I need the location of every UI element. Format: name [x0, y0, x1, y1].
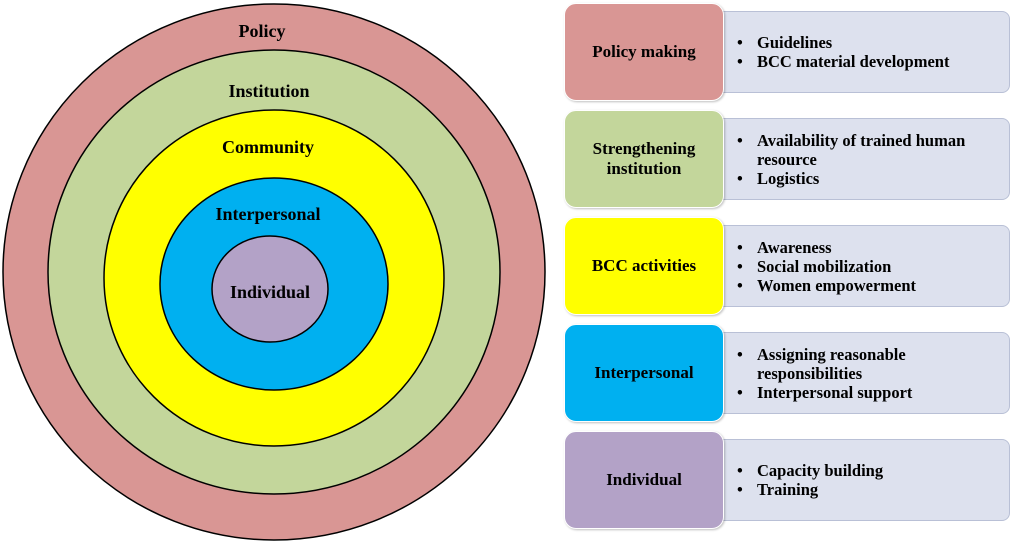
bullet-list: Availability of trained human resource L… — [735, 131, 1001, 188]
level-bullets-panel: Assigning reasonable responsibilities In… — [714, 332, 1010, 414]
concentric-rings-diagram: Policy Institution Community Interperson… — [2, 3, 546, 541]
level-box-individual: Individual — [564, 431, 724, 529]
level-box-bcc-activities: BCC activities — [564, 217, 724, 315]
ring-individual — [211, 235, 329, 343]
bullet-item: Interpersonal support — [735, 383, 1001, 402]
level-row-individual: Individual Capacity building Training — [564, 431, 1016, 529]
bullet-item: Capacity building — [735, 461, 1001, 480]
ring-label-community: Community — [222, 137, 314, 157]
level-bullets-panel: Guidelines BCC material development — [714, 11, 1010, 93]
level-row-policy: Policy making Guidelines BCC material de… — [564, 3, 1016, 101]
bullet-item: Women empowerment — [735, 276, 1001, 295]
bullet-list: Awareness Social mobilization Women empo… — [735, 238, 1001, 295]
bullet-item: Guidelines — [735, 33, 1001, 52]
level-box-interpersonal: Interpersonal — [564, 324, 724, 422]
level-title: BCC activities — [591, 256, 697, 275]
level-bullets-panel: Capacity building Training — [714, 439, 1010, 521]
bullet-item: Social mobilization — [735, 257, 1001, 276]
ring-label-institution: Institution — [228, 81, 309, 101]
bullet-item: BCC material development — [735, 52, 1001, 71]
bullet-item: Logistics — [735, 169, 1001, 188]
ring-label-individual: Individual — [230, 282, 310, 302]
bullet-item: Training — [735, 480, 1001, 499]
level-bullets-panel: Awareness Social mobilization Women empo… — [714, 225, 1010, 307]
level-title: Policy making — [592, 42, 696, 61]
bullet-item: Availability of trained human resource — [735, 131, 1001, 169]
bullet-list: Assigning reasonable responsibilities In… — [735, 345, 1001, 402]
bullet-list: Guidelines BCC material development — [735, 33, 1001, 71]
level-title: Interpersonal — [594, 363, 694, 382]
level-box-policy-making: Policy making — [564, 3, 724, 101]
bullet-list: Capacity building Training — [735, 461, 1001, 499]
level-title: Individual — [606, 470, 682, 489]
level-row-interpersonal: Interpersonal Assigning reasonable respo… — [564, 324, 1016, 422]
level-row-institution: Strengthening institution Availability o… — [564, 110, 1016, 208]
bullet-item: Awareness — [735, 238, 1001, 257]
ring-label-policy: Policy — [239, 21, 286, 41]
level-box-strengthening-institution: Strengthening institution — [564, 110, 724, 208]
level-bullets-panel: Availability of trained human resource L… — [714, 118, 1010, 200]
bullet-item: Assigning reasonable responsibilities — [735, 345, 1001, 383]
level-title: Strengthening institution — [592, 139, 696, 178]
ring-label-interpersonal: Interpersonal — [216, 204, 321, 224]
level-row-community: BCC activities Awareness Social mobiliza… — [564, 217, 1016, 315]
